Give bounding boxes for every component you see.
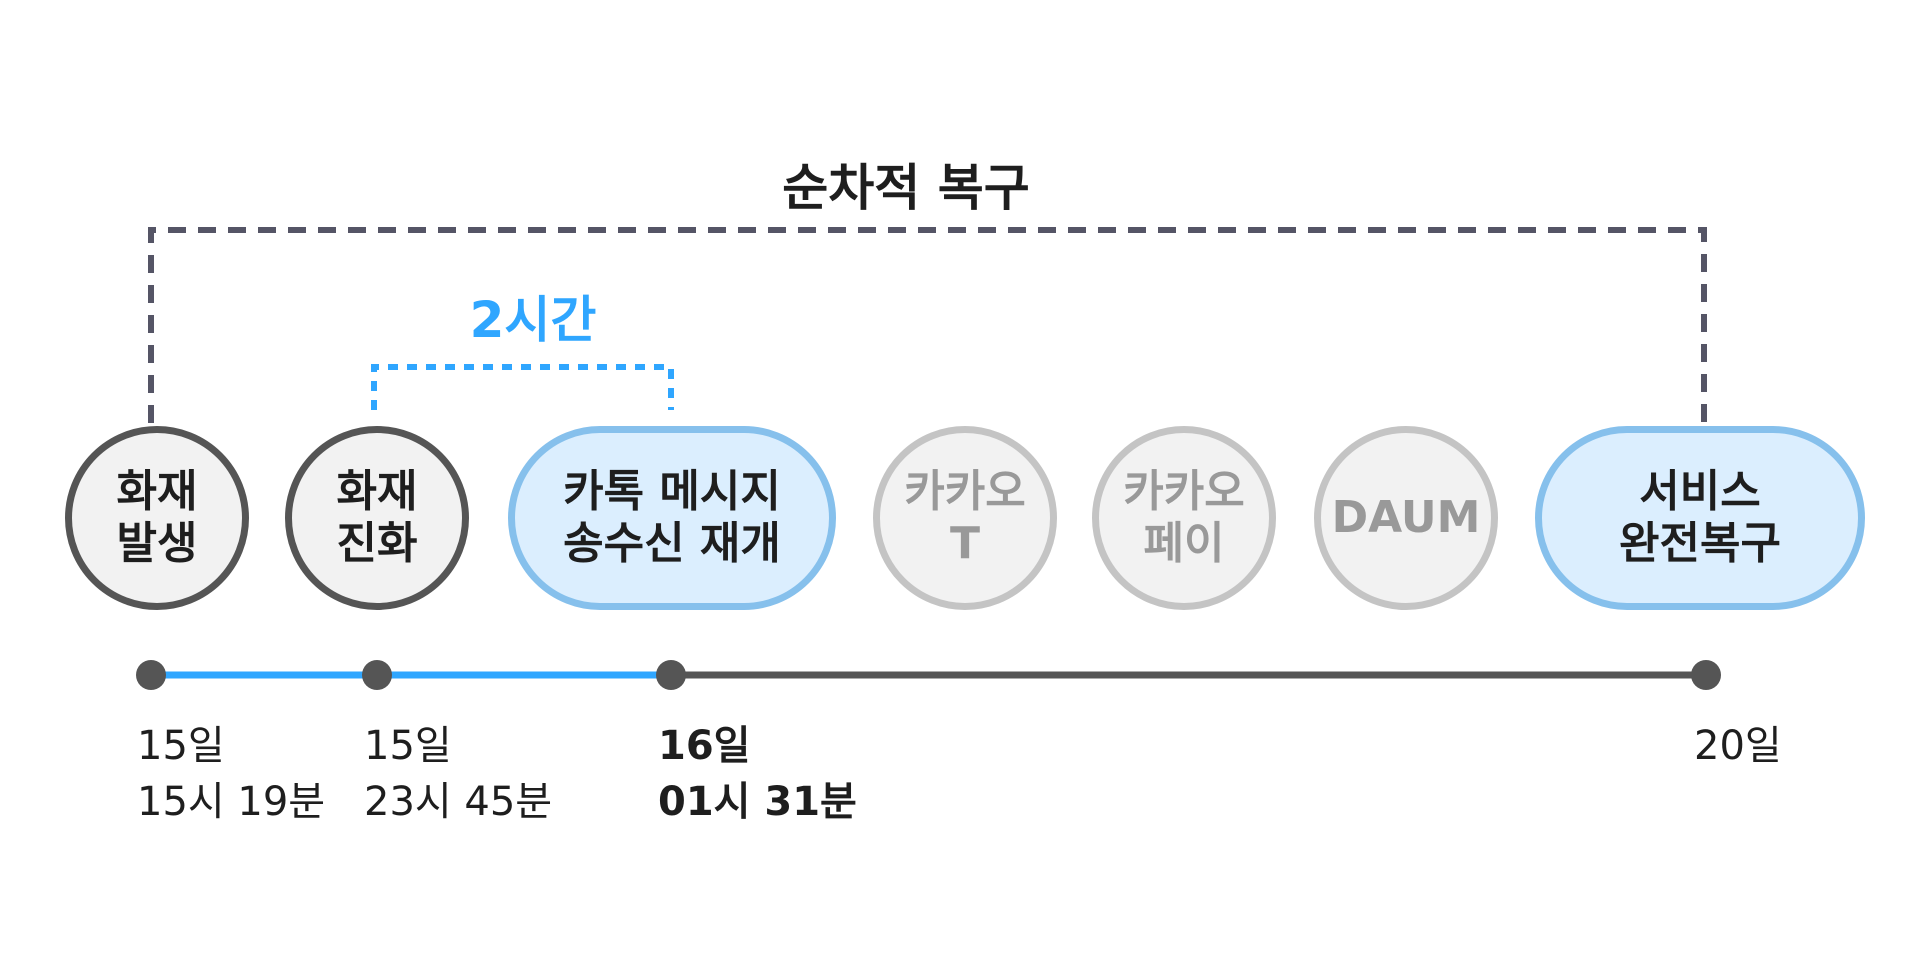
node-text: 송수신 재개 — [563, 518, 781, 569]
node-text: 카카오 — [904, 466, 1026, 517]
node-text: DAUM — [1331, 492, 1481, 543]
label-day: 15일 — [364, 723, 452, 769]
node-text: 화재 — [116, 466, 198, 517]
node-text: 진화 — [336, 518, 418, 569]
label-time: 23시 45분 — [364, 779, 553, 825]
node-text: 페이 — [1143, 518, 1225, 569]
label-day: 15일 — [137, 723, 225, 769]
node-text: 카톡 메시지 — [563, 466, 781, 517]
node-daum: DAUM — [1314, 426, 1498, 610]
node-text: 카카오 — [1123, 466, 1245, 517]
timeline-dot — [136, 660, 166, 690]
two-hours-bracket — [371, 364, 674, 410]
timeline-label: 16일 01시 31분 — [658, 718, 857, 830]
node-text: T — [949, 518, 980, 569]
node-text: 완전복구 — [1619, 518, 1781, 569]
label-time: 15시 19분 — [137, 779, 326, 825]
timeline-label: 15일 15시 19분 — [137, 718, 325, 830]
timeline-dot — [1691, 660, 1721, 690]
timeline-label: 20일 — [1694, 718, 1782, 774]
node-text: 발생 — [116, 518, 198, 569]
label-time: 01시 31분 — [658, 779, 857, 825]
node-text: 서비스 — [1639, 466, 1761, 517]
node-text: 화재 — [336, 466, 418, 517]
diagram-title: 순차적 복구 — [782, 159, 1030, 217]
timeline-dot — [656, 660, 686, 690]
timeline-label: 15일 23시 45분 — [364, 718, 552, 830]
label-day: 20일 — [1694, 723, 1782, 769]
sequential-recovery-bracket — [148, 227, 1707, 423]
timeline-dot — [362, 660, 392, 690]
duration-label: 2시간 — [469, 291, 597, 349]
label-day: 16일 — [658, 723, 751, 769]
